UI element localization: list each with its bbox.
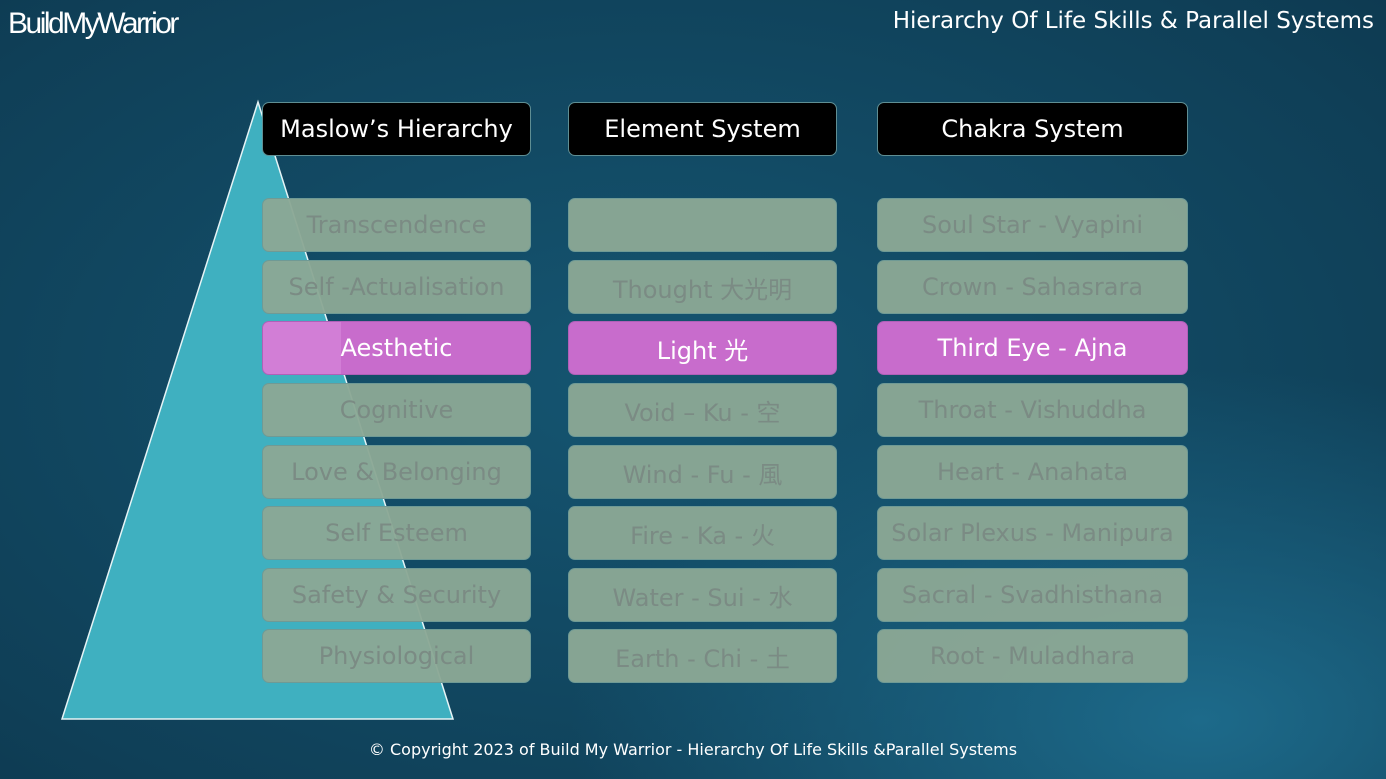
maslow-safety-security: Safety & Security: [262, 568, 531, 622]
chakra-root: Root - Muladhara: [877, 629, 1188, 683]
element-wind: Wind - Fu - 風: [568, 445, 837, 499]
element-thought: Thought 大光明: [568, 260, 837, 314]
header-maslow: Maslow’s Hierarchy: [262, 102, 531, 156]
chakra-heart: Heart - Anahata: [877, 445, 1188, 499]
element-empty: [568, 198, 837, 252]
page-title: Hierarchy Of Life Skills & Parallel Syst…: [892, 8, 1374, 34]
copyright-footer: © Copyright 2023 of Build My Warrior - H…: [368, 740, 1018, 759]
chakra-soul-star: Soul Star - Vyapini: [877, 198, 1188, 252]
element-void: Void – Ku - 空: [568, 383, 837, 437]
chakra-sacral: Sacral - Svadhisthana: [877, 568, 1188, 622]
chakra-solar-plexus: Solar Plexus - Manipura: [877, 506, 1188, 560]
maslow-self-esteem: Self Esteem: [262, 506, 531, 560]
header-element: Element System: [568, 102, 837, 156]
element-water: Water - Sui - 水: [568, 568, 837, 622]
chakra-throat: Throat - Vishuddha: [877, 383, 1188, 437]
chakra-crown: Crown - Sahasrara: [877, 260, 1188, 314]
maslow-aesthetic: Aesthetic: [262, 321, 531, 375]
element-light: Light 光: [568, 321, 837, 375]
chakra-third-eye: Third Eye - Ajna: [877, 321, 1188, 375]
header-chakra: Chakra System: [877, 102, 1188, 156]
maslow-transcendence: Transcendence: [262, 198, 531, 252]
maslow-physiological: Physiological: [262, 629, 531, 683]
element-earth: Earth - Chi - 土: [568, 629, 837, 683]
element-fire: Fire - Ka - 火: [568, 506, 837, 560]
maslow-cognitive: Cognitive: [262, 383, 531, 437]
logo: BuildMyWarrior: [8, 7, 179, 40]
maslow-love-belonging: Love & Belonging: [262, 445, 531, 499]
maslow-self-actualisation: Self -Actualisation: [262, 260, 531, 314]
